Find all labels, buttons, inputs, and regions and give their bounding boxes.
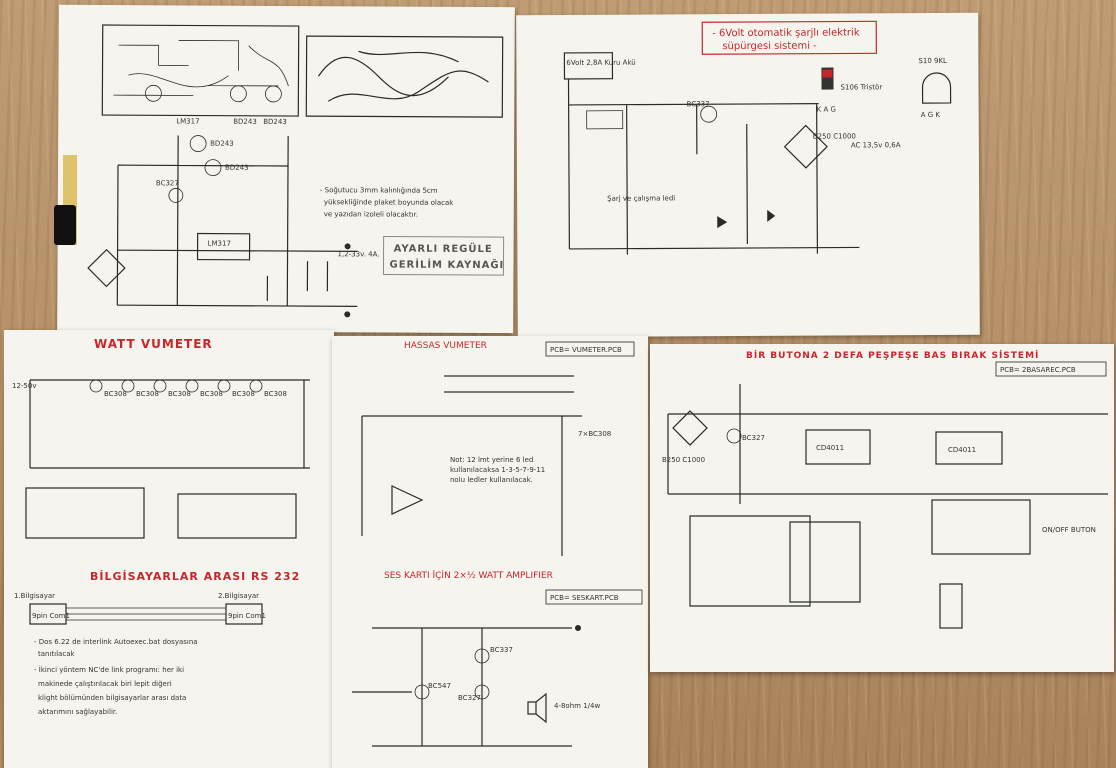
sheet-button-system: BİR BUTONA 2 DEFA PEŞPEŞE BAS BIRAK SİST… xyxy=(650,344,1114,672)
ic-cd4011-1 xyxy=(805,429,871,465)
battery-box xyxy=(563,52,614,80)
title-line-2: GERİLİM KAYNAĞI xyxy=(389,257,504,272)
amp-pcb-box xyxy=(545,589,643,605)
amp-pcb: PCB= SESKART.PCB xyxy=(550,594,619,602)
hassas-title: HASSAS VUMETER xyxy=(404,341,487,351)
hassas-note-1: Not: 12 lmt yerine 6 led xyxy=(450,456,533,464)
sheet-watt-vumeter: WATT VUMETER 12-50v BC308 BC308 BC308 BC… xyxy=(4,330,334,768)
pc2-label: 2.Bilgisayar xyxy=(218,592,259,600)
sheet-charger-system: - 6Volt otomatik şarjlı elektrik süpürge… xyxy=(516,12,980,338)
ic-label: LM317 xyxy=(208,240,231,248)
hassas-pcb: PCB= VUMETER.PCB xyxy=(550,346,622,354)
rs232-note-5: klight bölümünden bilgisayarlar arası da… xyxy=(38,694,186,702)
thyristor-label: S106 Tristör xyxy=(841,83,883,91)
ic-cd4011-2 xyxy=(935,431,1003,465)
title-box xyxy=(382,236,505,276)
vumeter-supply: 12-50v xyxy=(12,382,36,390)
amp-part-1: BC337 xyxy=(490,646,513,654)
rs232-title: BİLGİSAYARLAR ARASI RS 232 xyxy=(90,569,300,583)
hassas-transistor: 7×BC308 xyxy=(578,430,611,438)
led-label: Şarj ve çalışma ledi xyxy=(607,194,675,202)
ic-lm317 xyxy=(196,232,251,261)
pcb-copper-side xyxy=(305,35,504,118)
opamp xyxy=(391,485,424,515)
amp-part-2: BC547 xyxy=(428,682,451,690)
driver-transistor-label: BC327 xyxy=(156,179,179,187)
charger-title-box xyxy=(701,20,877,55)
onoff-label: ON/OFF BUTON xyxy=(1042,526,1096,534)
s10-pins: A G K xyxy=(921,111,941,119)
charger-schematic: - 6Volt otomatik şarjlı elektrik süpürge… xyxy=(563,20,952,255)
vumeter-schematic: WATT VUMETER 12-50v BC308 BC308 BC308 BC… xyxy=(12,337,310,716)
speaker-icon xyxy=(527,692,547,724)
rs232-note-4: makinede çalıştırılacak biri lepit diğer… xyxy=(38,680,172,688)
connector-block xyxy=(939,583,963,629)
button-schematic: BİR BUTONA 2 DEFA PEŞPEŞE BAS BIRAK SİST… xyxy=(662,350,1108,629)
charger-transistor: BC337 xyxy=(687,100,710,108)
vu-t2: BC308 xyxy=(136,390,159,398)
port1-label: 9pin Com1 xyxy=(32,612,70,620)
charger-bridge xyxy=(783,124,828,169)
button-bridge-label: B250 C1000 xyxy=(662,456,705,464)
vu-t1: BC308 xyxy=(104,390,127,398)
vu-t3: BC308 xyxy=(168,390,191,398)
vu-t6: BC308 xyxy=(264,390,287,398)
vu-t4: BC308 xyxy=(200,390,223,398)
button-pcb: PCB= 2BASAREC.PCB xyxy=(1000,366,1076,374)
ic1-label: CD4011 xyxy=(816,444,844,452)
rs232-note-1: - Dos 6.22 de interlink Autoexec.bat dos… xyxy=(34,638,198,646)
title-line-1: AYARLI REGÜLE xyxy=(394,241,493,256)
s10-label: S10 9KL xyxy=(918,57,947,65)
vumeter-title: WATT VUMETER xyxy=(94,337,213,351)
vu-t5: BC308 xyxy=(232,390,255,398)
button-transistor: BC327 xyxy=(742,434,765,442)
note-line-2: yüksekliğinde plaket boyunda olacak xyxy=(324,198,454,207)
battery-label: 6Volt 2,8A Kuru Akü xyxy=(566,59,635,67)
rs232-note-6: aktarımını sağlayabilir. xyxy=(38,708,117,716)
button-bridge xyxy=(672,410,708,446)
button-title: BİR BUTONA 2 DEFA PEŞPEŞE BAS BIRAK SİST… xyxy=(746,350,1039,361)
transistor-label-2: BD243 xyxy=(225,164,249,172)
vumeter-pcb-2 xyxy=(177,493,297,539)
regulator-schematic: LM317 BD243 BD243 BD243 BD243 BC327 LM31… xyxy=(87,24,505,318)
sheet-regulated-power-supply: LM317 BD243 BD243 BD243 BD243 BC327 LM31… xyxy=(57,4,515,334)
hassas-note-3: nolu ledler kullanılacak. xyxy=(450,476,533,484)
charger-title-line-1: - 6Volt otomatik şarjlı elektrik xyxy=(712,27,860,39)
bridge-label: B250 C1000 xyxy=(813,132,856,140)
binder-clip xyxy=(54,205,76,245)
rs232-note-3: - İkinci yöntem NC'de link programı: her… xyxy=(34,665,184,674)
s10-package xyxy=(921,72,952,104)
pc1-label: 1.Bilgisayar xyxy=(14,592,55,600)
thyristor-pins: K A G xyxy=(817,106,836,114)
charger-title-line-2: süpürgesi sistemi - xyxy=(722,41,817,52)
sheet-hassas-vumeter: HASSAS VUMETER PCB= VUMETER.PCB 7×BC308 … xyxy=(332,336,648,768)
hassas-note-2: kullanılacaksa 1-3-5-7-9-11 xyxy=(450,466,545,474)
pcb-label-bd243-b: BD243 xyxy=(263,118,287,126)
ic2-label: CD4011 xyxy=(948,446,976,454)
hassas-schematic: HASSAS VUMETER PCB= VUMETER.PCB 7×BC308 … xyxy=(352,341,643,747)
note-line-1: - Soğutucu 3mm kalınlığında 5cm xyxy=(320,186,438,195)
amp-title: SES KARTI İÇİN 2×½ WATT AMPLIFIER xyxy=(384,570,553,581)
transistor-label-1: BD243 xyxy=(210,140,234,148)
relay-block xyxy=(931,499,1031,555)
ac-label: AC 13,5v 0,6A xyxy=(851,141,901,149)
speaker-label: 4-8ohm 1/4w xyxy=(554,702,600,710)
pcb-component-side xyxy=(101,24,300,117)
note-line-3: ve yazıdan izoleli olacaktır. xyxy=(324,210,418,218)
bridge-rectifier xyxy=(87,248,126,288)
port2-label: 9pin Com1 xyxy=(228,612,266,620)
button-pcb-box xyxy=(995,361,1107,377)
pcb-label-bd243-a: BD243 xyxy=(233,118,257,126)
pcb-label-lm317: LM317 xyxy=(176,117,199,125)
amp-part-3: BC327 xyxy=(458,694,481,702)
vumeter-transistor-row xyxy=(89,379,263,393)
rs232-note-2: tanıtılacak xyxy=(38,650,75,658)
output-label: 1,2-33v. 4A. xyxy=(338,250,380,258)
vumeter-pcb-1 xyxy=(25,487,145,539)
hassas-pcb-box xyxy=(545,341,635,357)
